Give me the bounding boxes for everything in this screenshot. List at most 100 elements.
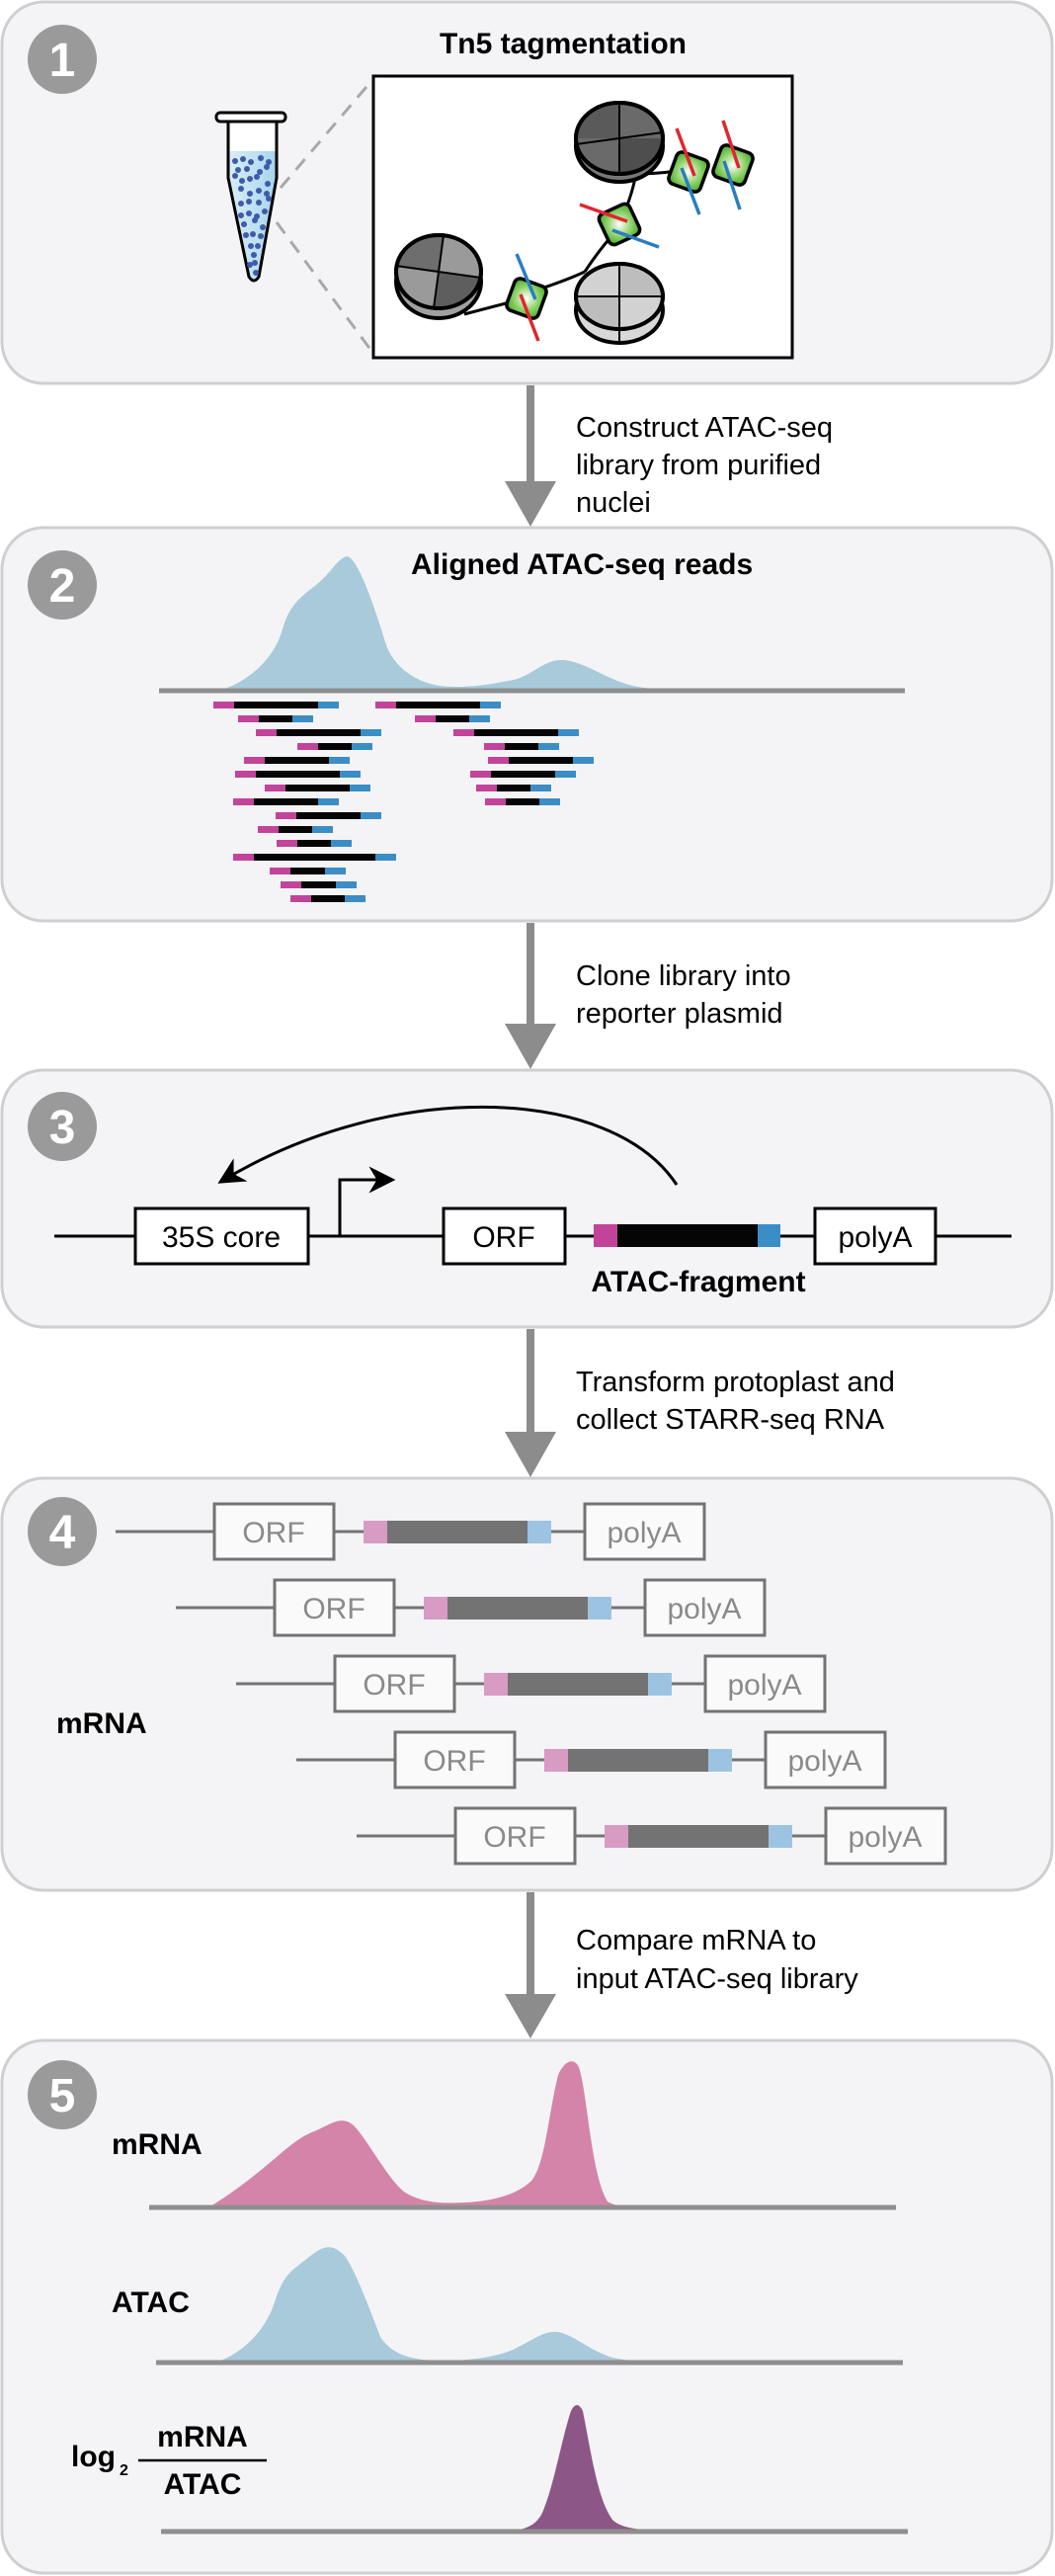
read-insert — [318, 743, 352, 750]
adapter-blue — [361, 729, 381, 736]
orf-label: ORF — [363, 1669, 425, 1702]
adapter-pink — [258, 826, 279, 833]
orf-label: ORF — [242, 1517, 304, 1549]
aligned-read — [277, 840, 352, 847]
nucleus-dot — [255, 243, 261, 249]
zoom-guide-line — [275, 221, 373, 352]
read-insert — [396, 702, 480, 708]
aligned-read — [213, 702, 339, 708]
fragment-insert — [617, 1224, 759, 1247]
aligned-read — [265, 785, 370, 791]
read-insert — [311, 895, 345, 902]
nucleus-dot — [246, 210, 252, 216]
nucleus-dot — [247, 262, 253, 268]
atac-fragment — [594, 1224, 780, 1247]
adapter-blue — [480, 702, 501, 708]
aligned-read — [281, 881, 357, 888]
nucleus-dot — [248, 159, 254, 165]
adapter-pink — [276, 812, 296, 819]
nucleus-dot — [243, 232, 249, 238]
aligned-read — [476, 785, 551, 791]
nucleus-dot — [266, 159, 272, 165]
orf-label: ORF — [483, 1821, 545, 1854]
nuclei-dots — [232, 155, 272, 276]
cut-site-red — [579, 203, 628, 223]
nucleus-dot — [258, 233, 264, 239]
adapter-blue — [769, 1825, 792, 1848]
transition-text: reporter plasmid — [576, 998, 783, 1030]
adapter-pink — [364, 1521, 387, 1543]
aligned-read — [258, 826, 333, 833]
svg-text:ORF: ORF — [472, 1221, 534, 1254]
nucleus-dot — [256, 188, 262, 194]
nucleus-dot — [266, 196, 272, 202]
read-insert — [497, 785, 530, 791]
nucleus-dot — [246, 199, 252, 205]
read-insert — [277, 729, 361, 736]
tn5-transposase-icon — [505, 277, 548, 320]
adapter-pink — [233, 798, 254, 805]
cut-site-blue — [722, 160, 742, 210]
nucleus-dot — [260, 224, 266, 230]
svg-text:35S core: 35S core — [162, 1221, 281, 1254]
adapter-blue — [588, 1597, 611, 1620]
polya-box — [824, 1806, 947, 1866]
mrna-coverage-track — [208, 2061, 652, 2207]
badge-circle — [28, 1497, 97, 1566]
nucleus-dot — [250, 231, 256, 237]
polya-box — [643, 1578, 767, 1637]
svg-text:mRNA: mRNA — [157, 2421, 248, 2453]
adapter-pink — [424, 1597, 447, 1620]
polya-label: polyA — [727, 1669, 801, 1702]
step-badge: 1 — [28, 25, 97, 94]
read-insert — [285, 785, 350, 791]
adapter-blue — [469, 715, 490, 722]
step-badge: 5 — [28, 2060, 97, 2129]
adapter-pink — [605, 1825, 628, 1848]
read-insert — [256, 771, 340, 778]
nucleus-dot — [252, 217, 258, 223]
adapter-blue — [312, 826, 333, 833]
polya-label: polyA — [848, 1821, 922, 1854]
read-insert — [491, 771, 555, 778]
adapter-blue — [292, 715, 313, 722]
nucleosome-icon — [574, 101, 665, 184]
adapter-pink — [476, 785, 497, 791]
orf-box — [453, 1806, 577, 1866]
badge-number: 4 — [49, 1507, 76, 1559]
adapter-blue — [555, 771, 576, 778]
read-insert — [297, 840, 331, 847]
adapter-blue — [340, 771, 361, 778]
aligned-read — [233, 854, 396, 861]
badge-circle — [28, 550, 97, 620]
adapter-blue — [325, 868, 346, 874]
aligned-read — [244, 757, 350, 764]
card-background — [0, 526, 1054, 923]
nucleus-dot — [258, 155, 264, 161]
nucleus-dot — [251, 252, 257, 258]
nucleus-dot — [256, 200, 262, 206]
step-3-card: 3 35S core ORF polyA ATAC-fragment — [0, 1068, 1054, 1329]
nucleus-dot — [238, 201, 244, 207]
nucleus-dot — [232, 173, 238, 179]
nucleus-dot — [257, 169, 263, 175]
aligned-read — [235, 771, 361, 778]
step-badge: 3 — [28, 1092, 97, 1161]
microcentrifuge-tube-icon — [214, 111, 287, 283]
adapter-pink — [233, 854, 254, 861]
step-title: Tn5 tagmentation — [440, 28, 687, 60]
aligned-read — [485, 798, 560, 805]
aligned-read — [290, 895, 365, 902]
badge-circle — [28, 1092, 97, 1161]
adapter-pink — [415, 715, 436, 722]
orf-box — [273, 1578, 396, 1637]
adapter-pink — [484, 743, 505, 750]
adapter-pink — [470, 771, 491, 778]
nucleus-dot — [254, 174, 260, 180]
aligned-read — [488, 757, 594, 764]
read-insert — [265, 757, 329, 764]
transition-arrow-4: Compare mRNA to input ATAC-seq library — [505, 1892, 858, 2038]
